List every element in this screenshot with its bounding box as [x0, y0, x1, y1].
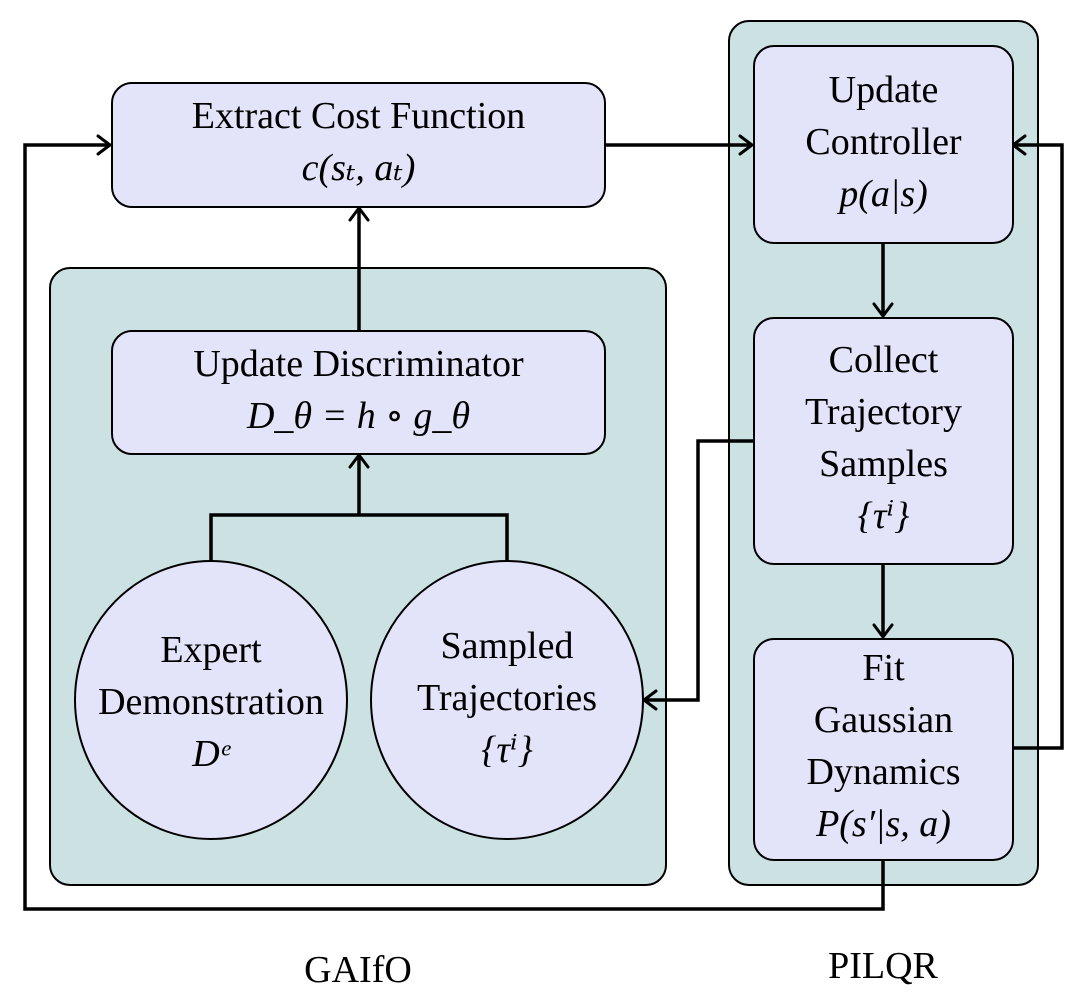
collect-samples-label: Collect Trajectory Samples {τⁱ} [754, 334, 1013, 542]
expert-demo-label: Expert Demonstration Dᵉ [75, 624, 347, 780]
arrowhead-icon [96, 134, 112, 156]
sampled-traj-line1: Sampled [440, 625, 574, 667]
update-controller-node [753, 45, 1014, 244]
update-controller-formula: p(a|s) [839, 173, 928, 215]
update-discriminator-node [111, 330, 606, 455]
arrowhead-icon [872, 302, 894, 318]
extract-cost-node [111, 82, 606, 208]
sampled-traj-label: Sampled Trajectories {τⁱ} [371, 620, 643, 776]
sampled-traj-line2: Trajectories [416, 677, 598, 719]
extract-cost-formula: c(sₜ, aₜ) [301, 147, 416, 189]
pilqr-caption: PILQR [828, 945, 938, 987]
sampled-traj-formula: {τⁱ} [481, 729, 533, 771]
fit-dynamics-line2: Gaussian [813, 699, 954, 741]
collect-samples-line2: Trajectory [805, 391, 962, 433]
gaifo-caption: GAIfO [304, 949, 412, 991]
edge-collect-to-sampled [644, 439, 754, 702]
arrowhead-icon [872, 623, 894, 639]
extract-cost-label: Extract Cost Function c(sₜ, aₜ) [112, 90, 605, 194]
edge-fit-to-cost [23, 143, 885, 911]
sampled-traj-node [370, 560, 644, 840]
edge-fit-to-controller [1013, 143, 1064, 750]
update-controller-line1: Update [828, 69, 939, 111]
fit-dynamics-node [753, 638, 1014, 861]
expert-demo-node [74, 560, 348, 840]
update-controller-label: Update Controller p(a|s) [754, 64, 1013, 220]
update-discriminator-formula: D_θ = h ∘ g_θ [246, 395, 471, 437]
collect-samples-formula: {τⁱ} [857, 495, 910, 537]
update-discriminator-title: Update Discriminator [193, 343, 524, 385]
arrowhead-icon [738, 134, 754, 156]
extract-cost-title: Extract Cost Function [191, 95, 526, 137]
expert-demo-formula: Dᵉ [192, 733, 230, 775]
collect-samples-node [753, 317, 1014, 565]
expert-demo-line2: Demonstration [98, 681, 324, 723]
fit-dynamics-formula: P(s′|s, a) [816, 803, 951, 845]
fit-dynamics-line1: Fit [862, 647, 905, 689]
fit-dynamics-line3: Dynamics [806, 751, 961, 793]
update-controller-line2: Controller [805, 121, 962, 163]
expert-demo-line1: Expert [160, 629, 262, 671]
update-discriminator-label: Update Discriminator D_θ = h ∘ g_θ [112, 338, 605, 442]
fit-dynamics-label: Fit Gaussian Dynamics P(s′|s, a) [754, 642, 1013, 850]
collect-samples-line3: Samples [819, 443, 948, 485]
collect-samples-line1: Collect [828, 339, 939, 381]
